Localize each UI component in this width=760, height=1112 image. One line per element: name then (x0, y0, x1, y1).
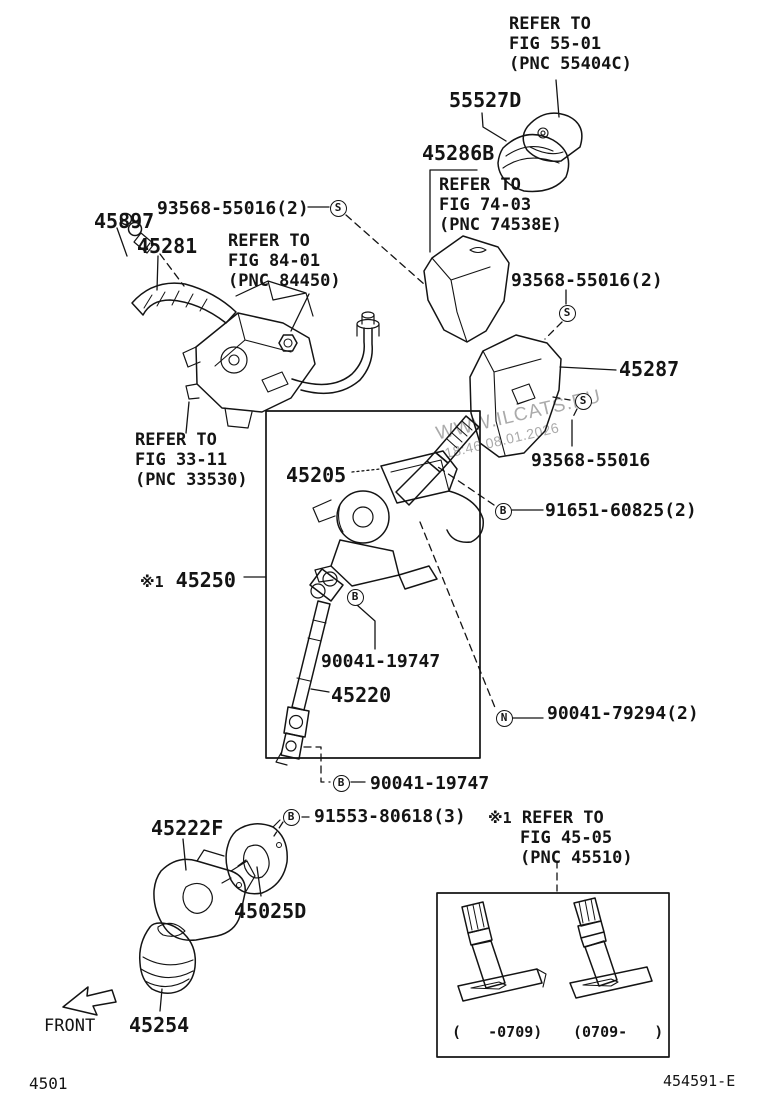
part-label-45250-prefix: ※1 (140, 573, 164, 591)
connector-badge-s2: S (558, 304, 576, 322)
main-assembly-box (265, 410, 481, 759)
part-art-steering-column-assembly (275, 415, 484, 766)
drawing-number: 454591-E (663, 1072, 736, 1090)
part-label-45897: 45897 (94, 209, 155, 233)
part-art-upper-column-cover (423, 235, 510, 343)
fastener-label-90041-lower: 90041-19747 (370, 773, 490, 794)
part-art-column-hole-covers (497, 112, 583, 193)
inset-caption-after-0709: (0709- ) (573, 1023, 664, 1041)
fastener-label-91651: 91651-60825(2) (545, 500, 697, 521)
fastener-label-91553: 91553-80618(3) (314, 806, 466, 827)
part-art-variant-shafts (457, 897, 653, 1002)
part-label-45205: 45205 (286, 463, 347, 487)
fastener-label-93568-single: 93568-55016 (531, 450, 651, 471)
leader-lines (116, 79, 617, 1012)
fastener-label-90041-upper: 90041-19747 (321, 651, 441, 672)
part-label-45286b: 45286B (422, 141, 495, 165)
part-art-boot-and-hose (138, 819, 288, 994)
part-label-55527d: 55527D (449, 88, 522, 112)
refer-note-fig-45-05: ※1 REFER TO FIG 45-05 (PNC 45510) (488, 808, 633, 868)
inset-caption-before-0709: ( -0709) (452, 1023, 543, 1041)
page-number: 4501 (29, 1074, 68, 1093)
part-label-45254: 45254 (129, 1013, 190, 1037)
connector-badge-s3: S (574, 392, 592, 410)
front-label: FRONT (44, 1016, 96, 1036)
refer-note-fig-74-03: REFER TO FIG 74-03 (PNC 74538E) (439, 175, 562, 235)
connector-badge-b2: B (346, 588, 364, 606)
fastener-label-93568-top: 93568-55016(2) (157, 198, 309, 219)
part-label-45281: 45281 (137, 234, 198, 258)
fastener-label-93568-right: 93568-55016(2) (511, 270, 663, 291)
note-prefix: ※1 (488, 809, 512, 827)
front-arrow (62, 986, 117, 1016)
connector-badge-s1: S (329, 199, 347, 217)
part-label-45220: 45220 (331, 683, 392, 707)
part-label-45287: 45287 (619, 357, 680, 381)
variant-inset-box (436, 892, 670, 1058)
dotted-leader-45205 (351, 468, 381, 473)
refer-note-fig-55-01: REFER TO FIG 55-01 (PNC 55404C) (509, 14, 632, 74)
fastener-label-90041-79294: 90041-79294(2) (547, 703, 699, 724)
part-label-45222f: 45222F (151, 816, 224, 840)
part-label-45025d: 45025D (234, 899, 307, 923)
part-art-lower-column-cover (469, 334, 562, 458)
part-art-left-assembly (119, 212, 380, 429)
connector-badge-b1: B (494, 502, 512, 520)
dashed-lines (159, 214, 578, 892)
connector-badge-n1: N (495, 709, 513, 727)
refer-note-fig-33-11: REFER TO FIG 33-11 (PNC 33530) (135, 430, 248, 490)
connector-badge-b4: B (282, 808, 300, 826)
refer-note-fig-84-01: REFER TO FIG 84-01 (PNC 84450) (228, 231, 341, 291)
part-label-45250: ※1 45250 (140, 568, 236, 592)
connector-badge-b3: B (332, 774, 350, 792)
